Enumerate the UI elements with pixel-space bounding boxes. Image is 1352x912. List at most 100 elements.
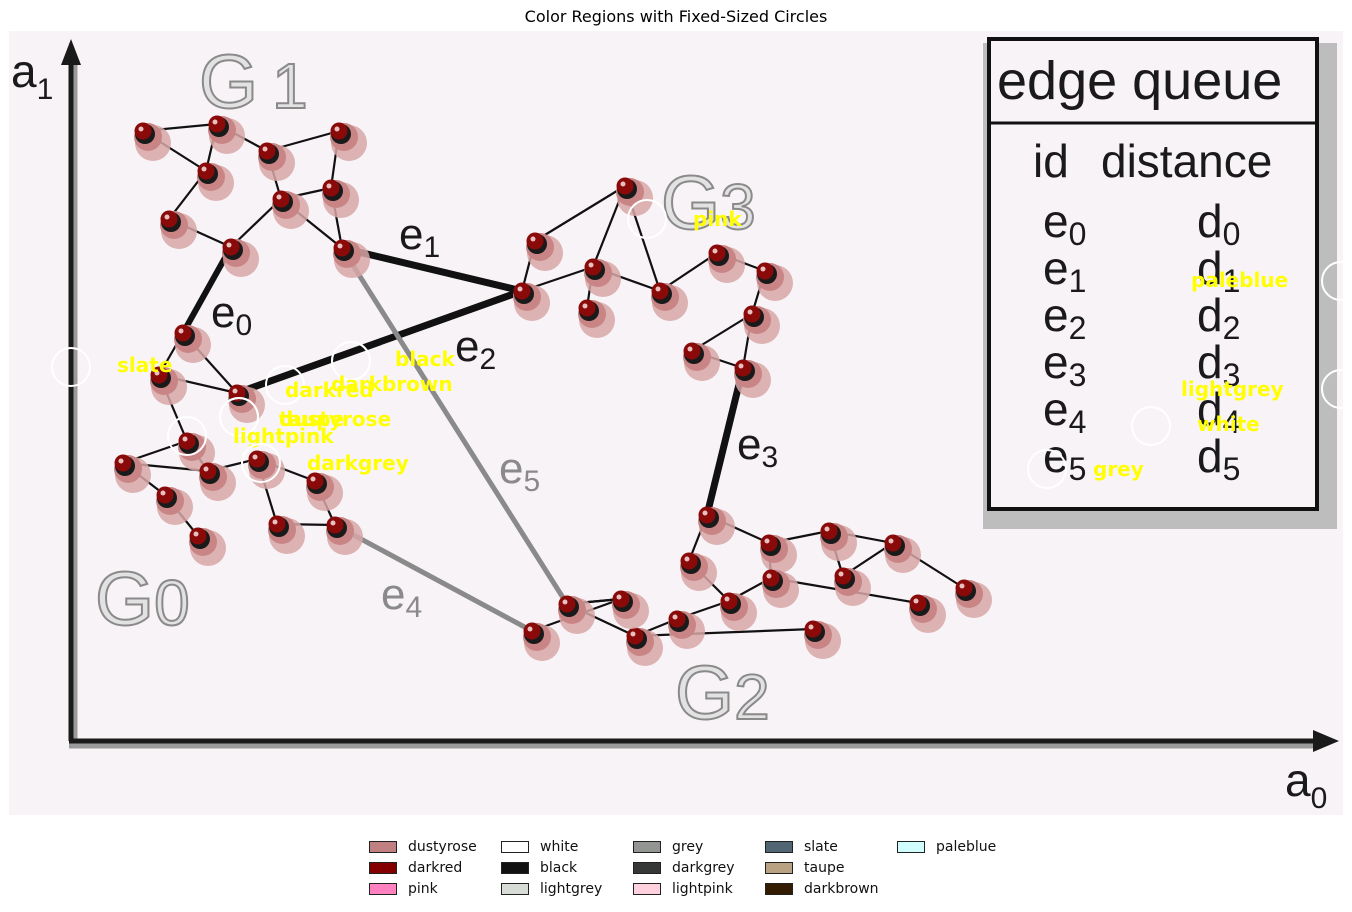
legend-swatch	[897, 840, 925, 853]
edge-label-e1: e1	[399, 210, 440, 264]
graph-node	[734, 359, 771, 398]
graph-node	[762, 569, 799, 608]
graph-edge	[634, 627, 814, 638]
table-title: edge queue	[997, 51, 1282, 111]
legend-label: paleblue	[936, 838, 997, 855]
cluster-link-e3	[703, 367, 747, 516]
legend-item-grey: grey	[633, 836, 703, 857]
graph-node	[526, 232, 563, 271]
legend-label: grey	[672, 838, 704, 855]
legend-item-black: black	[501, 857, 577, 878]
graph-node	[909, 594, 946, 633]
graph-node	[834, 567, 871, 606]
legend-item-taupe: taupe	[765, 857, 844, 878]
legend-label: darkred	[408, 859, 463, 876]
cluster-link-e5	[339, 246, 570, 606]
annotation-label: taupe	[279, 407, 344, 431]
graph-node	[208, 115, 245, 154]
legend-label: lightgrey	[540, 880, 603, 897]
graph-node	[756, 262, 793, 301]
legend-item-pink: pink	[369, 878, 438, 899]
legend-swatch	[765, 882, 793, 895]
edge-label-e4: e4	[381, 570, 422, 624]
legend-item-dustyrose: dustyrose	[369, 836, 477, 857]
graph-layer	[114, 115, 992, 666]
graph-node	[558, 595, 595, 634]
graph-node	[513, 282, 550, 321]
legend-swatch	[765, 861, 793, 874]
graph-node	[683, 342, 720, 381]
cluster-link-e0	[180, 245, 234, 335]
legend-label: lightpink	[672, 880, 733, 897]
graph-edge	[534, 185, 626, 242]
annotation-label: lightgrey	[1181, 377, 1284, 401]
table-box	[987, 37, 1319, 511]
legend-item-lightpink: lightpink	[633, 878, 733, 899]
table-row-distance: d3	[1197, 336, 1240, 393]
legend-swatch	[369, 861, 397, 874]
table-header-id: id	[1033, 135, 1069, 187]
annotation-label: grey	[1093, 457, 1144, 481]
table-row-distance: d4	[1197, 383, 1240, 440]
graph-node	[174, 324, 211, 363]
legend-label: darkgrey	[672, 859, 735, 876]
annotation-layer: slatedarkredblackdarkbrowndustyrosetaupe…	[51, 199, 1343, 489]
graph-node	[197, 162, 234, 201]
graph-node	[326, 516, 363, 555]
legend-label: darkbrown	[804, 880, 879, 897]
legend-swatch	[501, 840, 529, 853]
figure-title: Color Regions with Fixed-Sized Circles	[524, 7, 828, 26]
annotation-label: lightpink	[233, 424, 334, 448]
legend-label: white	[540, 838, 579, 855]
graph-node	[134, 122, 171, 161]
table-row-id: e5	[1043, 430, 1086, 487]
graph-node	[743, 305, 780, 344]
graph-node	[114, 454, 151, 493]
graph-node	[720, 592, 757, 631]
legend-label: dustyrose	[408, 838, 477, 855]
legend-item-darkgrey: darkgrey	[633, 857, 735, 878]
annotation-label: paleblue	[1191, 268, 1288, 292]
annotation-circle	[265, 365, 305, 405]
table-row-id: e1	[1043, 242, 1086, 299]
x-axis-arrowhead	[1313, 730, 1339, 752]
graph-node	[306, 472, 343, 511]
graph-node	[268, 515, 305, 554]
graph-node	[322, 179, 359, 218]
graph-node	[612, 590, 649, 629]
edge-label-e5: e5	[499, 444, 540, 498]
cluster-link-e4	[333, 522, 534, 634]
legend: dustyrose darkred pink white black lightgrey g…	[360, 836, 1000, 902]
annotation-label: white	[1197, 412, 1260, 436]
annotation-circle	[1321, 369, 1343, 409]
graph-node	[330, 122, 367, 161]
graph-node	[884, 534, 921, 573]
annotation-label: slate	[117, 353, 172, 377]
annotation-circle	[51, 347, 91, 387]
group-label-g2: G2	[675, 651, 770, 736]
table-row-distance: d2	[1197, 289, 1240, 346]
annotation-circle	[1131, 406, 1171, 446]
legend-item-white: white	[501, 836, 578, 857]
edge-label-e0: e0	[211, 288, 252, 342]
annotation-circle	[1321, 261, 1343, 301]
graph-node	[698, 506, 735, 545]
graph-node	[708, 244, 745, 283]
annotation-circle	[241, 443, 281, 483]
group-label-g0: G0	[95, 557, 190, 642]
axes: a1 a0	[11, 39, 1339, 815]
annotation-label: black	[395, 347, 456, 371]
legend-swatch	[369, 882, 397, 895]
group-label-g3: G3	[661, 161, 756, 246]
graph-node	[189, 527, 226, 566]
annotation-label: darkred	[285, 378, 374, 402]
table-row-distance: d1	[1197, 242, 1240, 299]
legend-swatch	[633, 882, 661, 895]
table-header-distance: distance	[1101, 135, 1272, 187]
